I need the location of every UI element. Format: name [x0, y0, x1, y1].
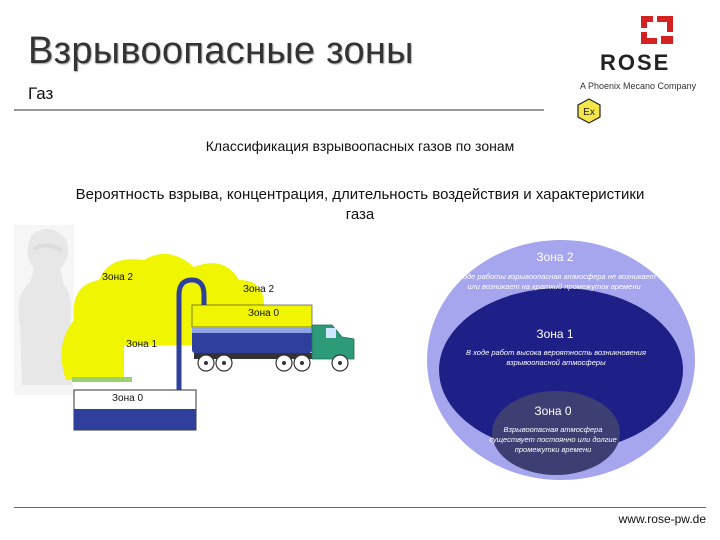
zone0-ellipse — [492, 391, 620, 475]
cloud-zone2-mid-label: Зона 2 — [243, 284, 275, 295]
ground-zone0-label: Зона 0 — [112, 393, 144, 404]
cloud-zone1-label: Зона 1 — [126, 339, 158, 350]
section-description: Вероятность взрыва, концентрация, длител… — [75, 186, 645, 223]
zone0-text: Взрывоопасная атмосфера существует посто… — [489, 425, 617, 454]
logo-name: ROSE — [600, 50, 671, 75]
cloud-zone2-left-label: Зона 2 — [102, 272, 134, 283]
zone0-title: Зона 0 — [534, 404, 572, 418]
zones-ellipse-diagram — [427, 240, 695, 480]
truck-tank — [192, 327, 312, 353]
logo-tagline: A Phoenix Mecano Company — [580, 81, 697, 91]
zone2-title: Зона 2 — [536, 250, 574, 264]
zone1-title: Зона 1 — [536, 327, 574, 341]
page-subtitle: Газ — [28, 84, 54, 103]
header-divider — [14, 109, 544, 111]
ground-strip — [72, 377, 132, 382]
gas-zones-illustration — [14, 225, 355, 431]
footer-url[interactable]: www.rose-pw.de — [618, 512, 706, 526]
ex-mark-text: Ex — [583, 107, 595, 118]
page-title: Взрывоопасные зоны — [28, 30, 414, 72]
ex-hexagon-icon: Ex — [577, 98, 601, 124]
gas-cloud — [61, 253, 271, 380]
zone1-ellipse — [439, 288, 683, 452]
tank-zone0-label: Зона 0 — [248, 308, 280, 319]
rose-logo-icon — [637, 12, 677, 48]
truck-wheels — [197, 354, 349, 372]
truck-cab — [311, 324, 355, 360]
gas-pipe — [176, 277, 207, 395]
zone2-text: В ходе работы взрывоопасная атмосфера не… — [452, 272, 656, 291]
section-heading: Классификация взрывоопасных газов по зон… — [205, 138, 515, 154]
zone1-text: В ходе работ высока вероятность возникно… — [466, 348, 646, 367]
footer-divider — [14, 507, 706, 508]
